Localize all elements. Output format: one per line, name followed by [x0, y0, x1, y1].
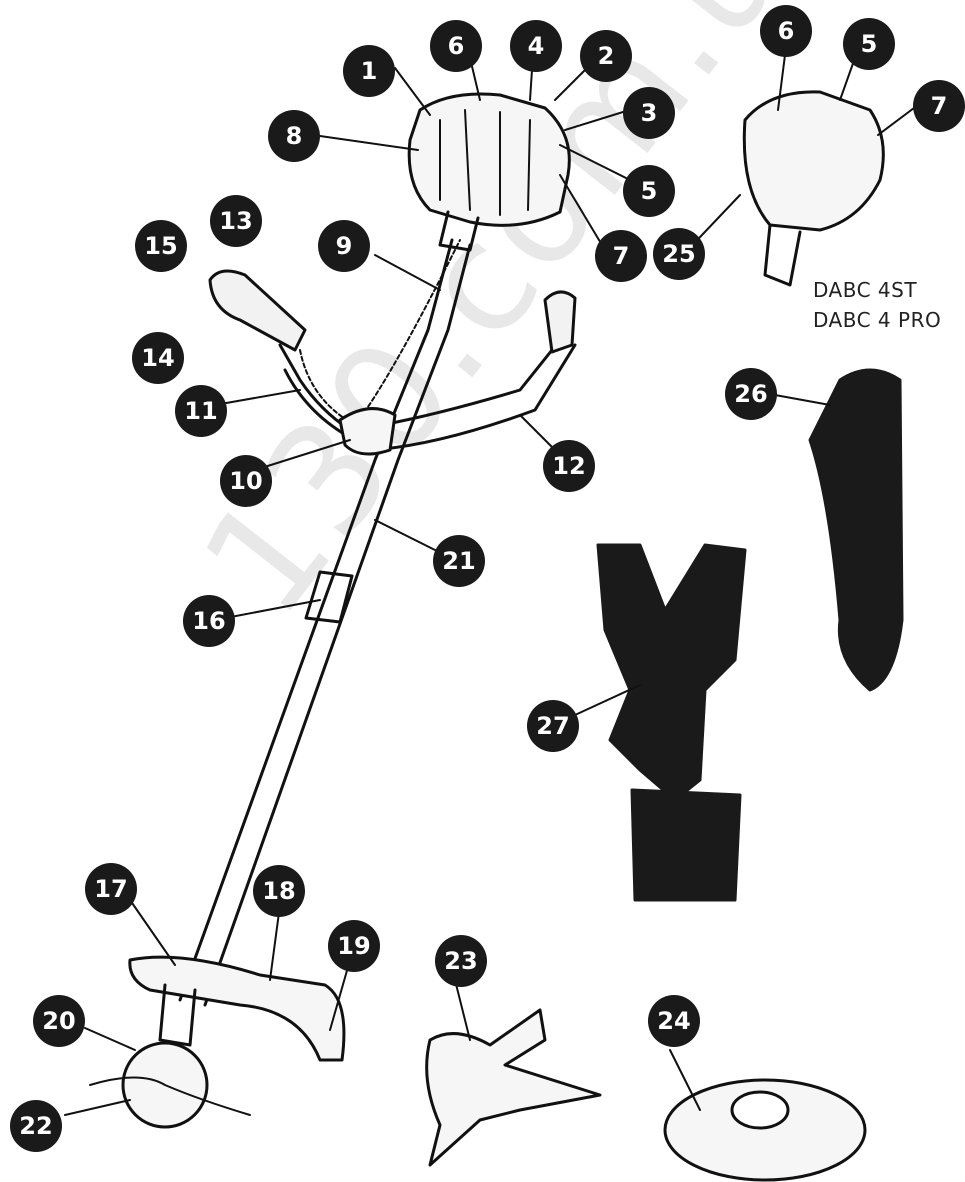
callout-5: 5	[623, 165, 675, 217]
callout-3: 3	[623, 87, 675, 139]
harness-pad	[632, 790, 740, 900]
handle-clamp	[340, 409, 395, 454]
callout-18: 18	[253, 865, 305, 917]
handle-grip-right	[545, 292, 575, 352]
callout-8: 8	[268, 110, 320, 162]
saw-blade-hub	[732, 1092, 788, 1128]
callout-12: 12	[543, 440, 595, 492]
shoulder-strap	[810, 370, 902, 690]
callout-19: 19	[328, 920, 380, 972]
callout-11: 11	[175, 385, 227, 437]
model-label-4st: DABC 4ST	[813, 278, 917, 302]
engine-4st-body	[744, 92, 883, 230]
throttle-cable	[300, 240, 460, 425]
callout-26: 26	[725, 368, 777, 420]
three-tooth-blade	[427, 1010, 600, 1165]
engine-body	[409, 94, 569, 225]
callout-6-alt: 6	[760, 5, 812, 57]
callout-23: 23	[435, 935, 487, 987]
callout-7: 7	[595, 230, 647, 282]
callout-7-alt: 7	[913, 80, 965, 132]
callout-2: 2	[580, 30, 632, 82]
harness	[598, 545, 745, 800]
engine-4st-neck	[765, 225, 800, 285]
callout-14: 14	[132, 332, 184, 384]
callout-5-alt: 5	[843, 18, 895, 70]
callout-6: 6	[430, 20, 482, 72]
callout-10: 10	[220, 455, 272, 507]
callout-21: 21	[433, 535, 485, 587]
callout-25: 25	[653, 228, 705, 280]
handle-grip-left	[210, 271, 305, 350]
callout-9: 9	[318, 220, 370, 272]
callout-15: 15	[135, 220, 187, 272]
callout-4: 4	[510, 20, 562, 72]
model-label-4pro: DABC 4 PRO	[813, 308, 941, 332]
callout-17: 17	[85, 863, 137, 915]
callout-24: 24	[648, 995, 700, 1047]
callout-20: 20	[33, 995, 85, 1047]
callout-1: 1	[343, 45, 395, 97]
callout-16: 16	[183, 595, 235, 647]
callout-27: 27	[527, 700, 579, 752]
shaft-coupling	[306, 572, 352, 622]
callout-22: 22	[10, 1100, 62, 1152]
callout-13: 13	[210, 195, 262, 247]
